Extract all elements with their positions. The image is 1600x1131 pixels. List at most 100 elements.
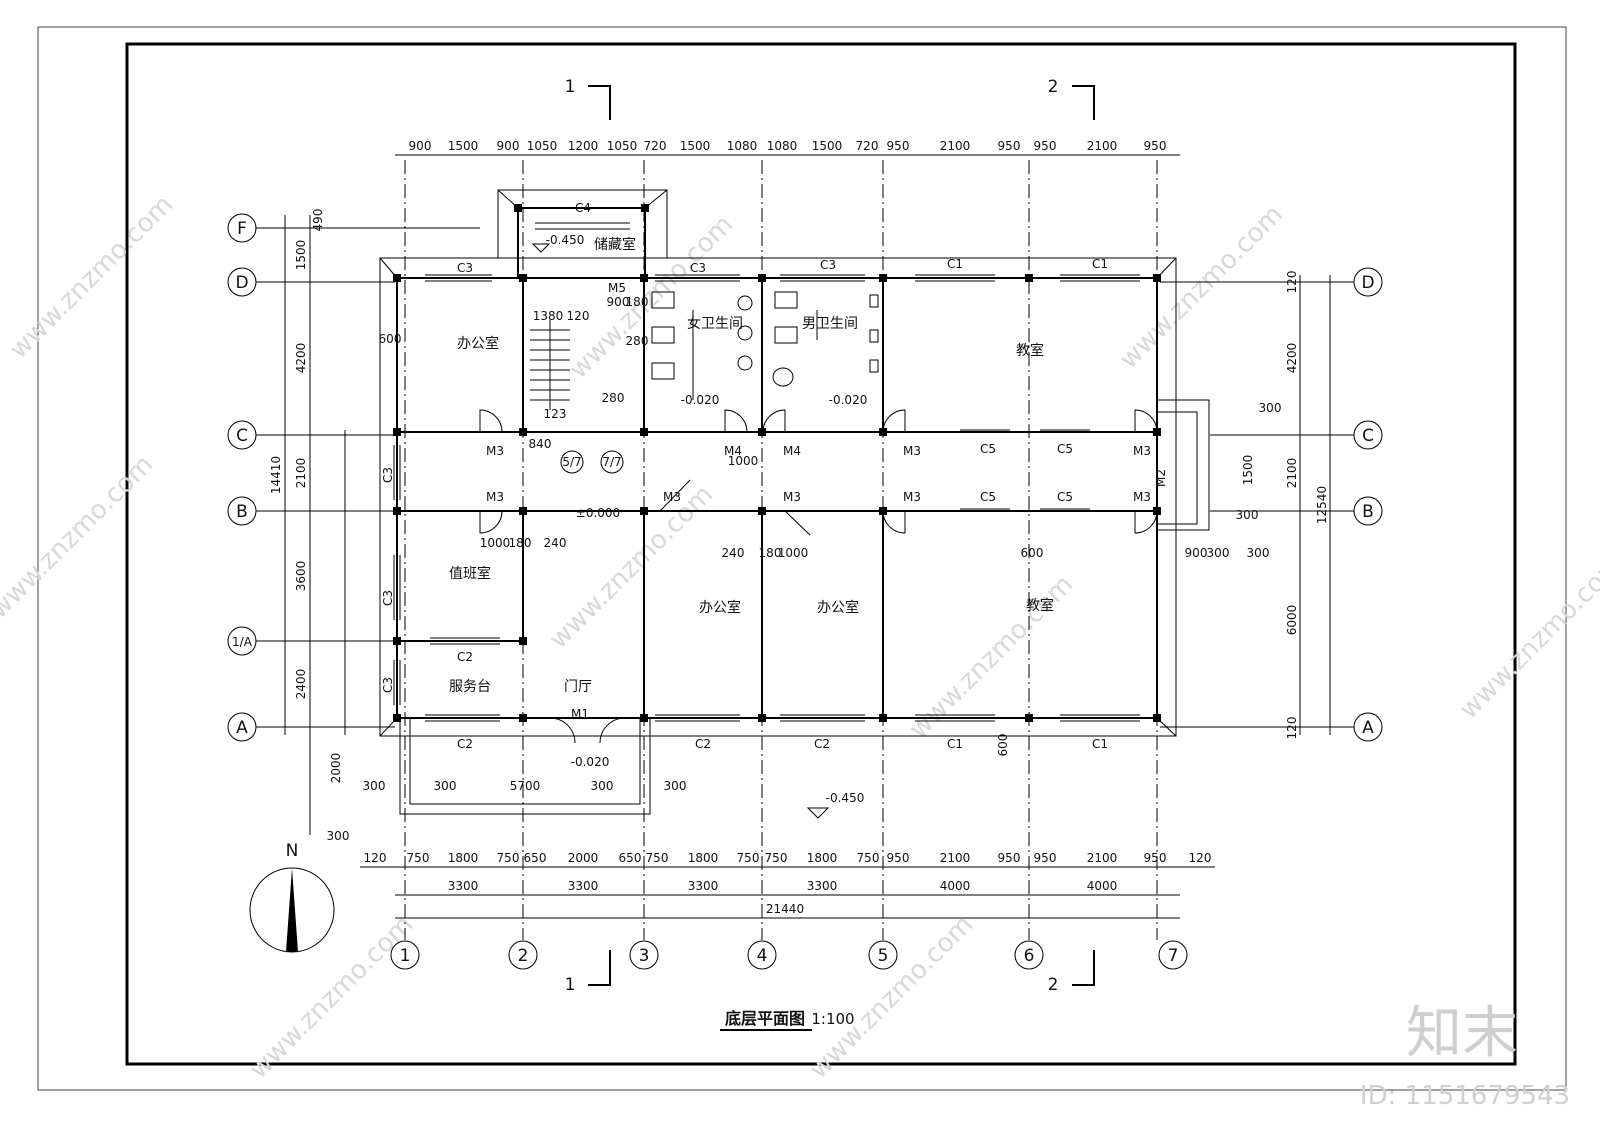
dim-label: 300 [664,779,687,793]
axis-marker-A: A [227,712,257,742]
window-tag: C5 [980,442,996,456]
right-dimensions: 120 4200 2100 6000 120 12540 [1285,271,1329,740]
watermark-text: www.znzmo.com [544,480,719,655]
room-label-office: 办公室 [457,335,499,352]
dim-label: 120 [567,309,590,323]
window-tag: C3 [457,261,473,275]
left-dimensions: 490 1500 4200 2100 3600 2400 2000 14410 [269,209,343,784]
dim-label: 300 [1259,401,1282,415]
dim-label: 900 [497,139,520,153]
window-tag: C3 [381,467,395,483]
dim-label: 950 [1144,139,1167,153]
scale-text: 1:100 [811,1010,854,1028]
room-label-hall: 门厅 [564,679,592,695]
door-tag: M4 [724,444,742,458]
axis-label: A [1362,718,1374,738]
dim-label: 1080 [727,139,758,153]
dim-label: 300 [1207,546,1230,560]
dim-label: 1500 [448,139,479,153]
dim-label: 300 [1247,546,1270,560]
axis-label: 3 [639,946,650,966]
axis-label: A [236,718,248,738]
axis-label: 2 [518,946,529,966]
section-label: 2 [1048,975,1059,995]
dim-label: 3300 [568,879,599,893]
row-axis-markers: F D C B 1/A A D C B A [227,213,1383,742]
stair [530,320,570,410]
window-tag: C1 [1092,737,1108,751]
window-tag: C3 [381,590,395,606]
axis-label: 4 [757,946,768,966]
dim-label: 180 [626,295,649,309]
dim-label: 300 [434,779,457,793]
dim-label: 600 [1021,546,1044,560]
dim-label: 1000 [778,546,809,560]
dim-label: 3300 [688,879,719,893]
column-axis-markers: 1 2 3 4 5 6 7 [390,940,1188,970]
watermark-text: www.znzmo.com [4,190,179,365]
door-tag: M3 [903,490,921,504]
level-label: ±0.000 [576,506,620,520]
dim-label: 950 [1034,139,1057,153]
dim-label: 750 [737,851,760,865]
axis-marker-B: B [227,496,257,526]
bottom-dimensions-detail: 120 750 1800 750 650 2000 650 750 1800 7… [364,851,1212,865]
axis-marker-D-right: D [1353,267,1383,297]
dim-label: 2100 [294,458,308,489]
window-tag: C4 [575,201,591,215]
dim-label: 750 [497,851,520,865]
structural-columns [393,204,1161,722]
window-tag: C5 [1057,442,1073,456]
windows [393,222,1140,722]
room-label-classroom: 教室 [1026,597,1054,614]
dim-label: 1500 [680,139,711,153]
dim-label: 950 [1034,851,1057,865]
dim-label: 950 [1144,851,1167,865]
dim-label: 2100 [940,851,971,865]
top-dimensions: 900 1500 900 1050 1200 1050 720 1500 108… [409,139,1167,153]
door-tag: M3 [1133,490,1151,504]
sanitary-fixtures [651,291,879,400]
window-tag: C5 [980,490,996,504]
axis-marker-5: 5 [868,940,898,970]
window-tag: C2 [457,737,473,751]
dim-label: 900 [607,295,630,309]
level-label: -0.020 [681,393,720,407]
dim-label: 950 [887,139,910,153]
dim-label: 650 [524,851,547,865]
room-labels: 办公室 储藏室 女卫生间 男卫生间 教室 值班室 服务台 门厅 办公室 办公室 … [449,236,1054,695]
level-label: -0.020 [571,755,610,769]
window-tag: C2 [814,737,830,751]
dim-label: 300 [327,829,350,843]
door-tag: M3 [486,490,504,504]
dim-label: 180 [759,546,782,560]
north-label: N [286,841,299,861]
dim-label: 900 [409,139,432,153]
door-tag: M3 [903,444,921,458]
axis-label: 5 [878,946,889,966]
dim-label: 1200 [568,139,599,153]
dim-label: 120 [364,851,387,865]
axis-label: D [1361,273,1374,293]
dimension-lines [284,154,1331,919]
axis-marker-1: 1 [390,940,420,970]
door-tag: M3 [783,490,801,504]
axis-label: B [1362,502,1374,522]
dim-label: 300 [363,779,386,793]
axis-label: 6 [1024,946,1035,966]
window-tag: C1 [947,257,963,271]
dim-label: 280 [626,334,649,348]
dim-label: 750 [407,851,430,865]
drawing-title: 底层平面图 1:100 [720,1009,855,1031]
window-tag: C3 [820,258,836,272]
row-axis-lines [255,227,1355,728]
section-labels: 1 2 1 2 [565,77,1059,995]
dim-label: 240 [722,546,745,560]
dim-label: 1500 [812,139,843,153]
dim-label: 950 [998,851,1021,865]
window-tag: C1 [1092,257,1108,271]
detail-mark: 123 [544,407,567,421]
dim-label: 5700 [510,779,541,793]
dim-label: 1000 [480,536,511,550]
opening-tags: M1 M2 M3 M3 M3 M3 M3 M3 M3 M3 M4 M4 M5 C… [381,201,1168,751]
